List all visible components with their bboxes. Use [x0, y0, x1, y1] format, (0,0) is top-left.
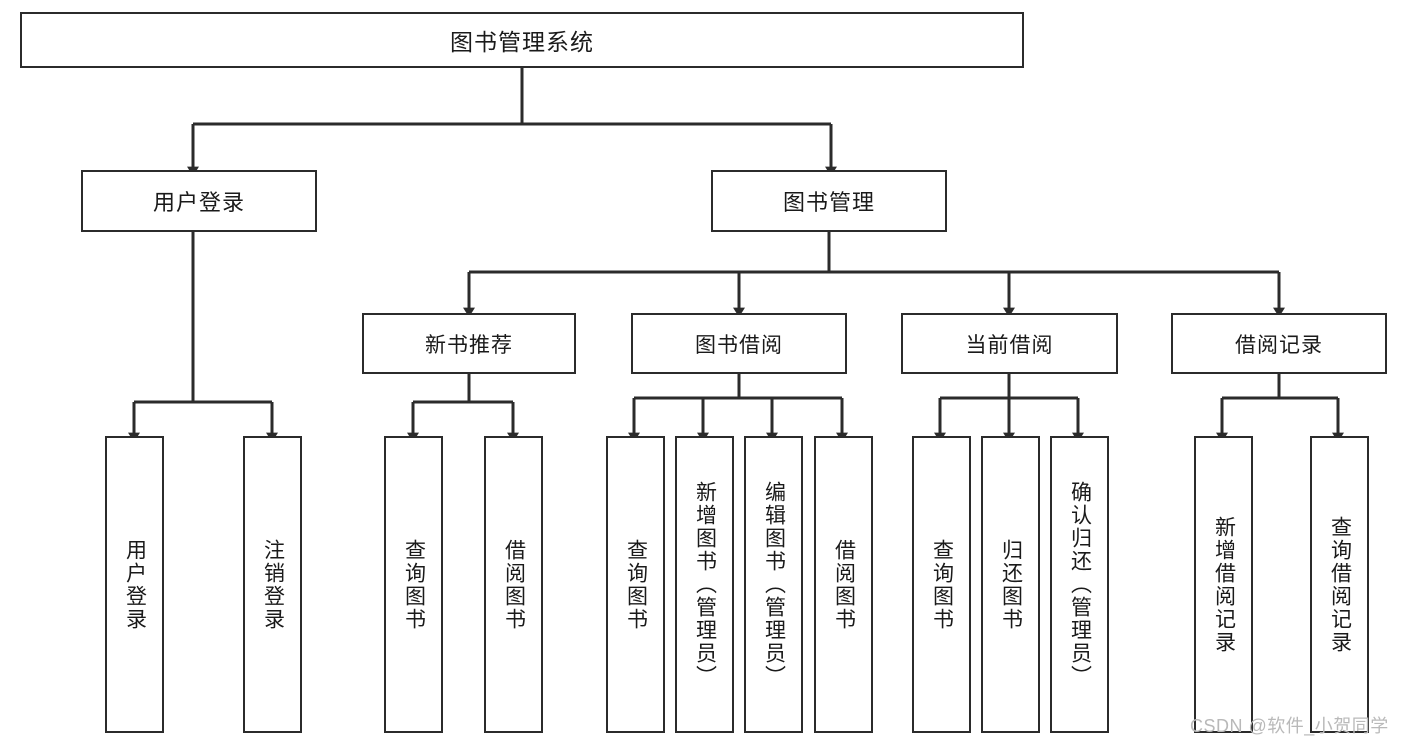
leaf-borrow-books-borrow-label: 借阅图书: [832, 538, 856, 631]
node-book-borrow[interactable]: 图书借阅: [631, 313, 847, 374]
leaf-add-book-admin-label: 新增图书（管理员）: [693, 481, 717, 688]
node-borrow-records-label: 借阅记录: [1235, 333, 1323, 357]
node-book-borrow-label: 图书借阅: [695, 333, 783, 357]
node-user-login-label: 用户登录: [152, 190, 245, 215]
leaf-confirm-return-admin[interactable]: 确认归还（管理员）: [1050, 436, 1109, 733]
node-root-label: 图书管理系统: [450, 29, 594, 55]
leaf-query-borrow-record[interactable]: 查询借阅记录: [1310, 436, 1369, 733]
leaf-logout[interactable]: 注销登录: [243, 436, 302, 733]
leaf-query-books-current-label: 查询图书: [930, 538, 954, 631]
node-book-management[interactable]: 图书管理: [711, 170, 947, 232]
node-current-borrow[interactable]: 当前借阅: [901, 313, 1118, 374]
leaf-borrow-books-borrow[interactable]: 借阅图书: [814, 436, 873, 733]
leaf-edit-book-admin[interactable]: 编辑图书（管理员）: [744, 436, 803, 733]
leaf-return-books[interactable]: 归还图书: [981, 436, 1040, 733]
leaf-query-books-borrow[interactable]: 查询图书: [606, 436, 665, 733]
node-current-borrow-label: 当前借阅: [965, 333, 1054, 357]
leaf-edit-book-admin-label: 编辑图书（管理员）: [762, 481, 786, 688]
leaf-query-borrow-record-label: 查询借阅记录: [1328, 515, 1352, 654]
node-new-book-recommend[interactable]: 新书推荐: [362, 313, 576, 374]
leaf-query-books-current[interactable]: 查询图书: [912, 436, 971, 733]
leaf-query-books-newbook[interactable]: 查询图书: [384, 436, 443, 733]
csdn-watermark: CSDN @软件_小贺同学: [1190, 716, 1389, 736]
leaf-user-login[interactable]: 用户登录: [105, 436, 164, 733]
node-new-book-recommend-label: 新书推荐: [425, 333, 513, 357]
leaf-add-book-admin[interactable]: 新增图书（管理员）: [675, 436, 734, 733]
node-user-login[interactable]: 用户登录: [81, 170, 317, 232]
leaf-add-borrow-record-label: 新增借阅记录: [1212, 515, 1236, 654]
leaf-return-books-label: 归还图书: [999, 538, 1023, 631]
leaf-confirm-return-admin-label: 确认归还（管理员）: [1068, 481, 1092, 688]
leaf-user-login-label: 用户登录: [123, 538, 147, 631]
node-root[interactable]: 图书管理系统: [20, 12, 1024, 68]
leaf-logout-label: 注销登录: [261, 538, 285, 631]
leaf-borrow-books-newbook[interactable]: 借阅图书: [484, 436, 543, 733]
leaf-query-books-borrow-label: 查询图书: [624, 538, 648, 631]
leaf-query-books-newbook-label: 查询图书: [402, 538, 426, 631]
node-borrow-records[interactable]: 借阅记录: [1171, 313, 1387, 374]
leaf-borrow-books-newbook-label: 借阅图书: [502, 538, 526, 631]
node-book-management-label: 图书管理: [782, 190, 875, 215]
leaf-add-borrow-record[interactable]: 新增借阅记录: [1194, 436, 1253, 733]
